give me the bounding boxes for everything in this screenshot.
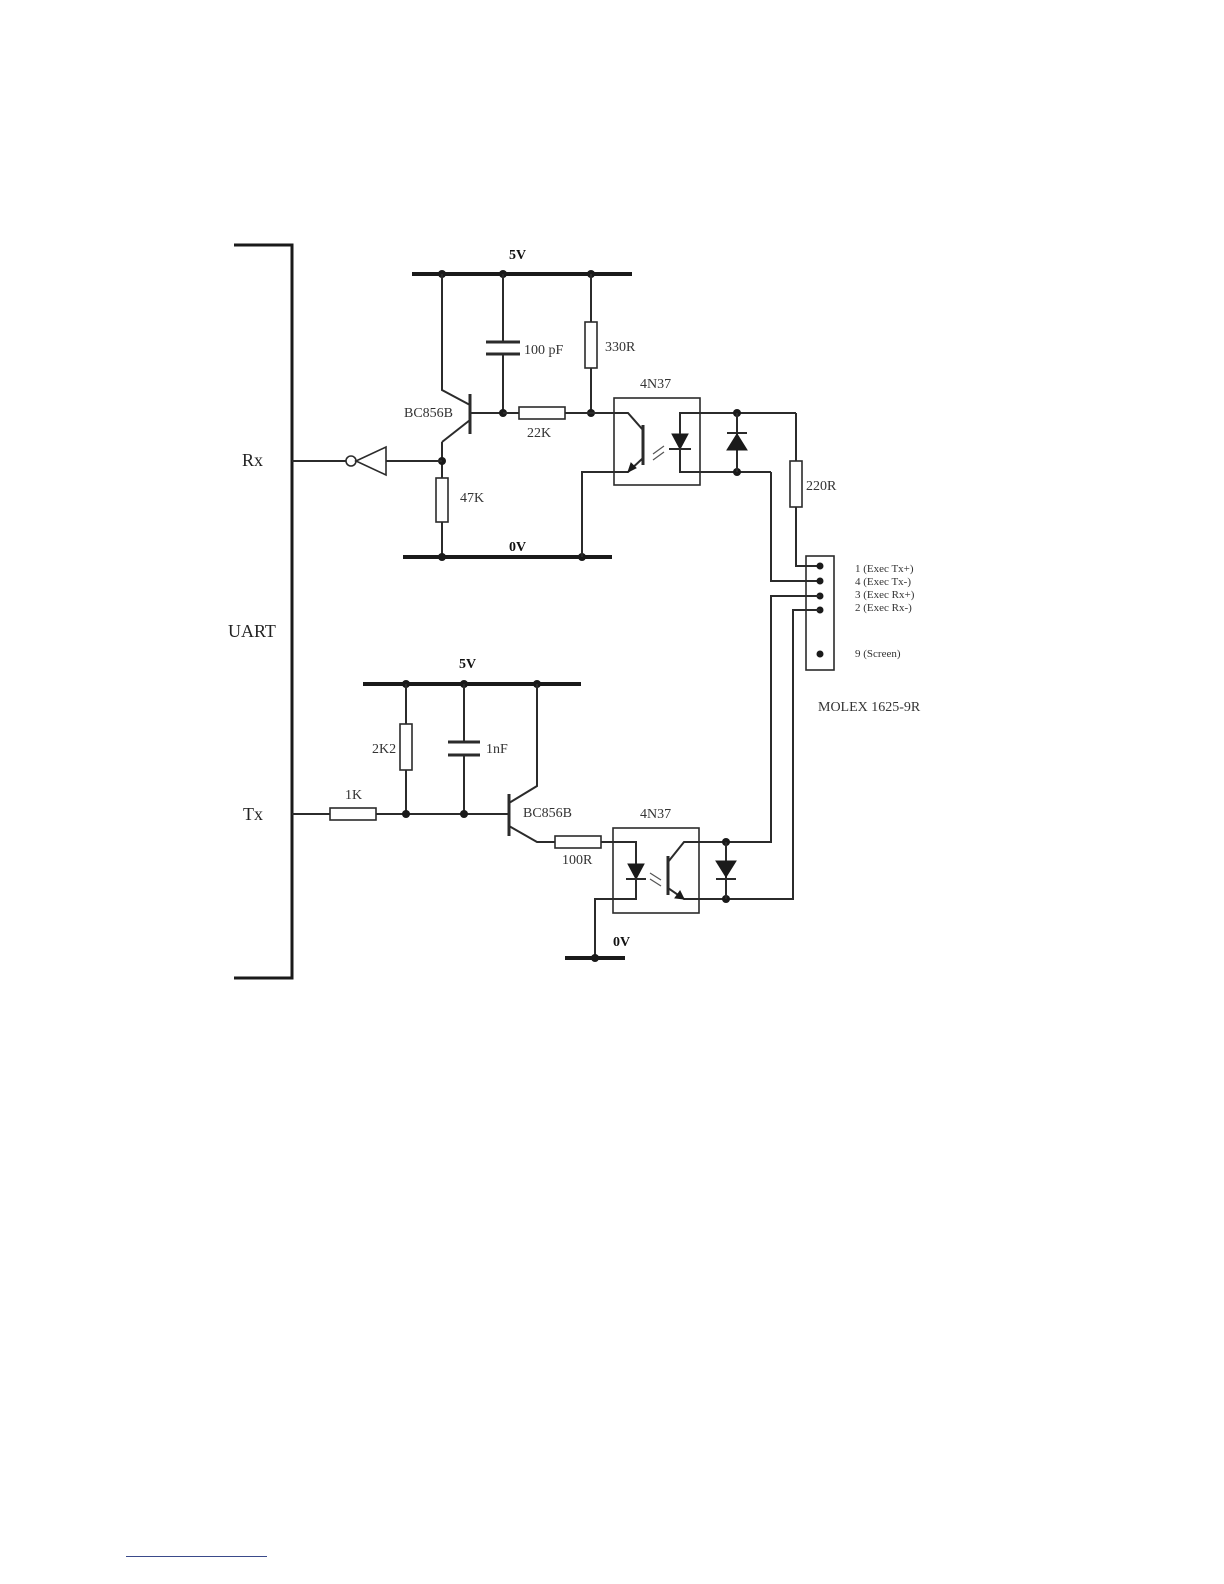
footnote-separator — [126, 1556, 267, 1557]
tx-transistor-label: BC856B — [523, 806, 572, 821]
tx-cap-label: 1nF — [486, 742, 508, 757]
rx-transistor-label: BC856B — [404, 406, 453, 421]
connector-pin-9: 9 (Screen) — [855, 648, 901, 660]
rx-optocoupler-4n37 — [614, 398, 700, 485]
connector-pin-1: 1 (Exec Tx+) — [855, 563, 914, 575]
rx-47k-label: 47K — [460, 491, 484, 506]
rx-protection-diode — [727, 413, 747, 472]
rx-label: Rx — [242, 450, 263, 470]
rx-cap-label: 100 pF — [524, 343, 564, 358]
tx-5v-label: 5V — [459, 657, 476, 672]
tx-protection-diode — [716, 842, 736, 899]
tx-0v-label: 0V — [613, 935, 630, 950]
rx-220r-label: 220R — [806, 479, 837, 494]
tx-optocoupler-4n37 — [613, 828, 699, 913]
rx-resistor-330r — [585, 274, 597, 413]
rx-capacitor-100pf — [486, 274, 520, 413]
connector-pin-3: 3 (Exec Rx+) — [855, 589, 915, 601]
uart-bracket — [234, 245, 292, 978]
tx-resistor-100r — [555, 836, 613, 848]
connector-pin-2: 2 (Exec Rx-) — [855, 602, 912, 614]
rx-inverter — [292, 447, 442, 475]
tx-resistor-1k — [292, 808, 509, 820]
rx-resistor-22k — [503, 407, 614, 419]
tx-opto-label: 4N37 — [640, 807, 671, 822]
rx-5v-label: 5V — [509, 248, 526, 263]
tx-100r-label: 100R — [562, 853, 593, 868]
tx-2k2-label: 2K2 — [372, 742, 396, 757]
rx-opto-label: 4N37 — [640, 377, 671, 392]
rx-0v-label: 0V — [509, 540, 526, 555]
tx-resistor-2k2 — [400, 684, 412, 814]
uart-label: UART — [228, 621, 276, 641]
rx-22k-label: 22K — [527, 426, 551, 441]
molex-connector — [806, 556, 834, 670]
rx-resistor-47k — [436, 478, 448, 557]
connector-pin-4: 4 (Exec Tx-) — [855, 576, 911, 588]
rx-330r-label: 330R — [605, 340, 636, 355]
tx-1k-label: 1K — [345, 788, 362, 803]
tx-capacitor-1nf — [448, 684, 480, 814]
tx-label: Tx — [243, 804, 263, 824]
connector-label: MOLEX 1625-9R — [818, 700, 921, 715]
